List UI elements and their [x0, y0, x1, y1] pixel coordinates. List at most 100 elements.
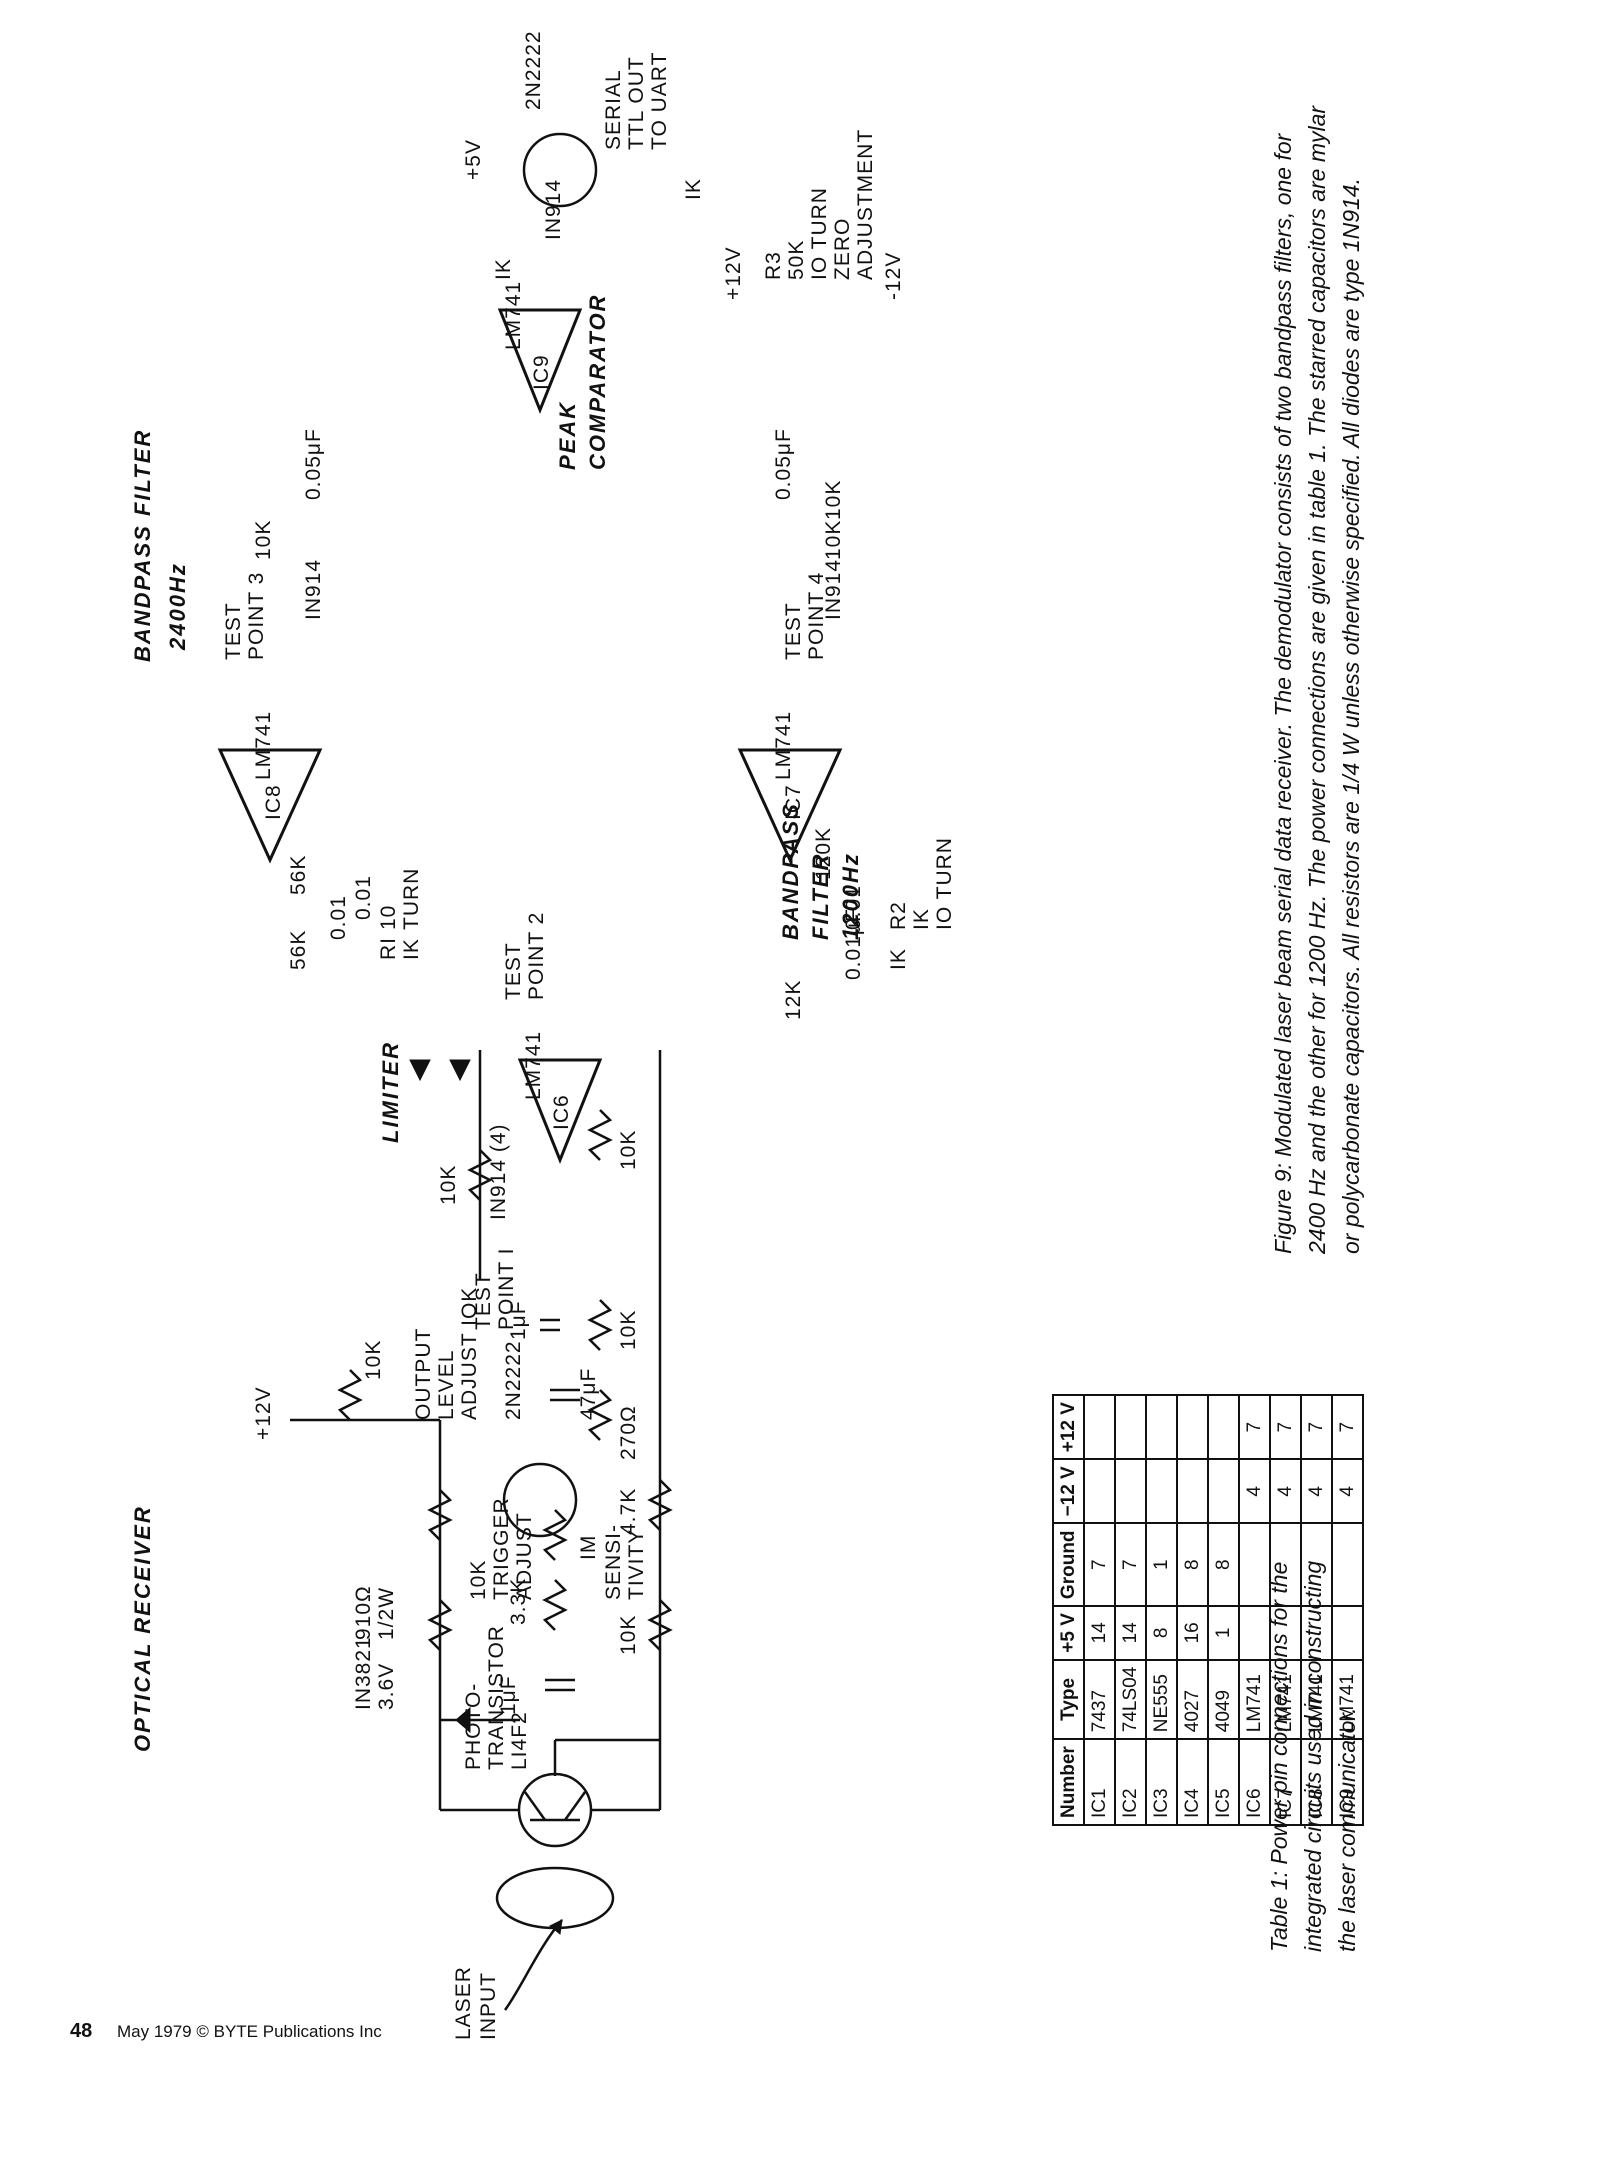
laser-arrow-head	[549, 1919, 563, 1935]
table-caption: Table 1: Power pin connections for the i…	[1266, 1560, 1360, 1952]
limiter-diode-1	[409, 1059, 431, 1082]
table-header: Ground	[1053, 1523, 1084, 1607]
table-cell	[1115, 1459, 1146, 1524]
table-cell: 7	[1270, 1395, 1301, 1460]
title-bandpass-2400-1: BANDPASS FILTER	[130, 429, 155, 662]
footer-text: May 1979 © BYTE Publications Inc	[116, 2022, 382, 2041]
table-cell	[1146, 1459, 1177, 1524]
table-header-row: Number Type +5 V Ground −12 V +12 V	[1053, 1395, 1084, 1825]
label-ic8: IC8	[262, 784, 285, 820]
table-header: −12 V	[1053, 1459, 1084, 1524]
opamp-ic7	[737, 748, 843, 864]
label-output-level-2: LEVEL	[435, 1350, 458, 1420]
table-cell: 7	[1301, 1395, 1332, 1460]
optical-receiver-section: LASER INPUT PHOTO- TRANSISTOR LI4F2	[252, 1050, 673, 2040]
label-c1uf-b: 1μF	[507, 1300, 530, 1340]
label-r12k: 12K	[782, 980, 805, 1020]
label-r10k-f: 10K	[252, 520, 275, 560]
title-peak-comparator-1: PEAK	[555, 401, 580, 470]
table-cell: 4049	[1208, 1659, 1239, 1740]
title-bandpass-1200-2: FILTER	[808, 853, 833, 940]
label-2n2222-b: 2N2222	[522, 30, 545, 110]
resistor-10k-d	[467, 1149, 493, 1201]
peak-comparator-section: IC9 LM741 IK IN914 +5V 2N2222 SERIAL TTL…	[462, 30, 905, 415]
label-r1k-a: IK	[887, 948, 910, 970]
resistor-910	[427, 1599, 453, 1651]
label-tp2-b: POINT 2	[525, 912, 548, 1000]
table-cell: 1	[1146, 1523, 1177, 1607]
table-header: Number	[1053, 1739, 1084, 1825]
table-cell: 14	[1115, 1606, 1146, 1660]
page-number: 48	[70, 2020, 93, 2042]
label-c005-a: 0.05μF	[302, 428, 325, 500]
label-r910-2: 1/2W	[375, 1587, 398, 1640]
bandpass-2400-section: IC8 LM741 56K 56K 0.01 0.01 RI IK 10 TUR…	[217, 428, 423, 970]
label-ic9: IC9	[530, 354, 553, 390]
label-r56k-a: 56K	[287, 855, 310, 895]
table-cell	[1208, 1395, 1239, 1460]
label-r1-1: RI	[377, 937, 400, 960]
resistor-3-3k	[542, 1579, 568, 1631]
label-r1-3: 10	[377, 905, 400, 930]
label-in914-c: IN914	[542, 179, 565, 240]
bandpass-1200-section: IC7 LM741 12K 0.01μF 0.01 IK R2 IK IO TU…	[737, 428, 956, 1020]
label-c001uf-c: 0.01μF	[842, 908, 865, 980]
table-header: Type	[1053, 1659, 1084, 1740]
label-r1-2: IK	[400, 938, 423, 960]
table-cell: 7	[1115, 1523, 1146, 1607]
label-r10k-a: 10K	[362, 1340, 385, 1380]
label-tp4-a: TEST	[782, 602, 805, 660]
title-bandpass-1200-3: 1200Hz	[838, 852, 863, 940]
label-serial-2: TTL OUT	[625, 56, 648, 150]
figure-caption: Figure 9: Modulated laser beam serial da…	[1270, 105, 1364, 1254]
label-2n2222-a: 2N2222	[502, 1340, 525, 1420]
table-cell: IC1	[1084, 1739, 1115, 1825]
label-ic7: IC7	[782, 784, 805, 820]
label-c001-b: 0.01	[327, 895, 350, 940]
table-cell: 1	[1208, 1606, 1239, 1660]
page-footer: 48 May 1979 © BYTE Publications Inc	[70, 2020, 382, 2043]
label-r1-4: TURN	[400, 868, 423, 930]
table-cell: IC5	[1208, 1739, 1239, 1825]
opamp-ic6	[517, 1058, 603, 1165]
laser-arrow	[503, 1919, 563, 2011]
resistor-10k-e	[587, 1109, 613, 1161]
table-cell	[1177, 1395, 1208, 1460]
label-r3-4: ZERO	[831, 218, 854, 280]
title-limiter: LIMITER	[378, 1041, 403, 1143]
label-sens-1: SENSI-	[602, 1524, 625, 1600]
label-in914-4: IN914 (4)	[487, 1123, 510, 1220]
table-cell: 7	[1084, 1523, 1115, 1607]
phototransistor-symbol	[517, 1772, 593, 1848]
table-cell	[1177, 1459, 1208, 1524]
table-cell: 4	[1239, 1459, 1270, 1524]
label-r3-2: 50K	[785, 240, 808, 280]
table-cell	[1146, 1395, 1177, 1460]
label-r10k-d: 10K	[437, 1165, 460, 1205]
label-r270: 270Ω	[617, 1405, 640, 1460]
label-in914-a: IN914	[302, 559, 325, 620]
title-bandpass-1200-1: BANDPASS	[778, 802, 803, 940]
label-sens-2: TIVITY	[625, 1529, 648, 1600]
opamp-ic9	[497, 308, 583, 415]
table-cell: 7437	[1084, 1659, 1115, 1740]
label-tp2-a: TEST	[502, 942, 525, 1000]
label-photo-2: TRANSISTOR	[485, 1625, 508, 1770]
table-cell: 4	[1270, 1459, 1301, 1524]
label-c1uf-a: 1μF	[497, 1675, 520, 1715]
title-peak-comparator-2: COMPARATOR	[585, 294, 610, 470]
label-photo-1: PHOTO-	[462, 1683, 485, 1770]
label-plus5v: +5V	[462, 139, 485, 180]
label-trig-2: TRIGGER	[490, 1497, 513, 1600]
table-cell: 7	[1239, 1395, 1270, 1460]
table-header: +12 V	[1053, 1395, 1084, 1460]
label-r10k-h: 10K	[822, 480, 845, 520]
label-output-level-1: OUTPUT	[412, 1328, 435, 1420]
label-output-level-3: ADJUST IOK	[458, 1287, 481, 1420]
pt-emitter	[563, 1791, 587, 1821]
label-lm741-9: LM741	[502, 281, 525, 350]
label-trig-1: 10K	[467, 1560, 490, 1600]
